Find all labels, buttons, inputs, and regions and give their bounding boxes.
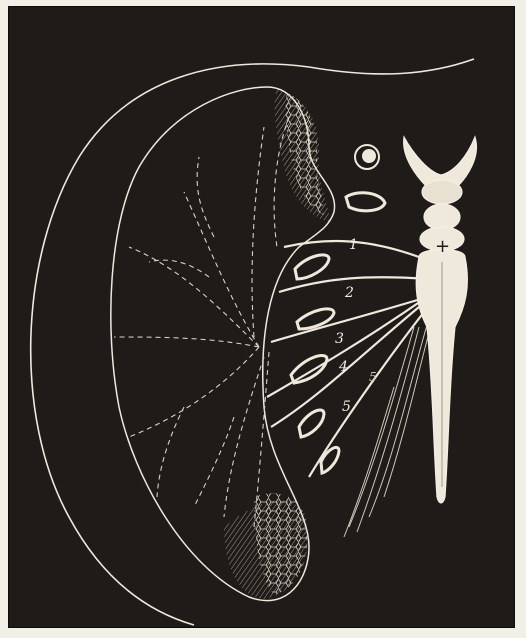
label-4: 4 [338, 359, 348, 375]
anatomical-diagram: + 1 2 3 4 5 5 [9, 7, 515, 628]
cross-mark: + [435, 236, 450, 257]
dark-figure-panel: + 1 2 3 4 5 5 [8, 6, 515, 628]
gill-arch-lines [267, 241, 434, 477]
label-3: 3 [335, 331, 344, 347]
label-1: 1 [349, 237, 358, 253]
label-5-secondary: 5 [369, 370, 377, 384]
label-2: 2 [344, 285, 354, 301]
label-5: 5 [342, 399, 351, 415]
nerve-fibers [344, 325, 431, 537]
eye-pupil [362, 149, 376, 163]
central-nerve-cord [404, 137, 477, 503]
dashed-vessel-network [114, 117, 289, 527]
